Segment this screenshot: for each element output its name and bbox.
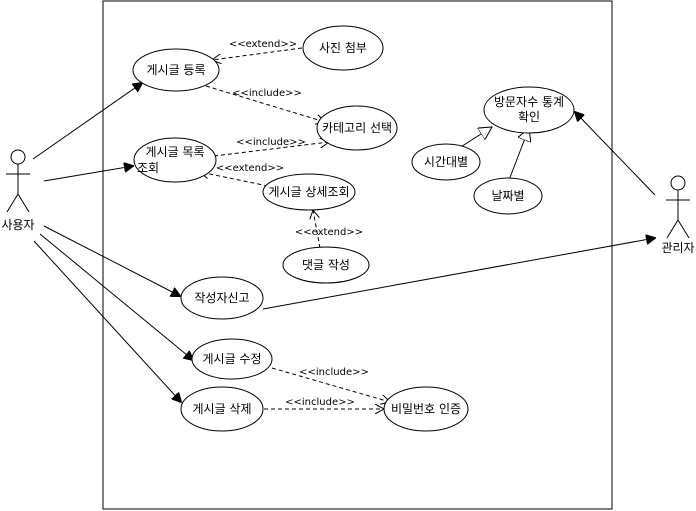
extend-photo-register xyxy=(212,47,303,60)
dependencies xyxy=(200,47,390,409)
usecase-by-date: 날짜별 xyxy=(473,177,543,215)
usecase-comment-write-label: 댓글 작성 xyxy=(302,258,350,272)
assoc-admin-stats xyxy=(575,112,656,196)
usecase-post-list: 게시글 목록 조회 xyxy=(133,137,217,183)
usecase-post-register-label: 게시글 등록 xyxy=(146,63,205,77)
actor-admin: 관리자 xyxy=(661,175,695,255)
extend-detail-list xyxy=(200,172,269,187)
usecase-visitor-stats: 방문자수 통계 확인 xyxy=(483,86,575,134)
usecase-by-time: 시간대별 xyxy=(411,143,481,181)
system-boundary xyxy=(102,0,613,510)
usecase-post-detail-label: 게시글 상세조회 xyxy=(268,185,349,199)
actor-admin-label: 관리자 xyxy=(661,241,694,255)
label-include-register: <<include>> xyxy=(232,88,302,99)
usecase-visitor-stats-label-2: 확인 xyxy=(518,110,540,124)
assoc-user-report xyxy=(43,225,180,296)
usecase-post-edit: 게시글 수정 xyxy=(191,338,273,380)
assoc-user-post-list xyxy=(43,166,133,182)
actor-user: 사용자 xyxy=(1,149,35,232)
assoc-user-edit xyxy=(39,233,193,360)
usecase-post-detail: 게시글 상세조회 xyxy=(262,173,356,211)
usecase-post-list-label-2: 조회 xyxy=(137,161,159,175)
label-extend-comment: <<extend>> xyxy=(295,227,363,238)
assoc-user-post-register xyxy=(32,83,142,160)
usecase-password-auth-label: 비밀번호 인증 xyxy=(391,402,461,416)
label-include-delete: <<include>> xyxy=(285,397,355,408)
label-include-list: <<include>> xyxy=(236,137,306,148)
usecase-comment-write: 댓글 작성 xyxy=(282,246,370,284)
usecase-password-auth: 비밀번호 인증 xyxy=(383,386,469,432)
usecase-post-register: 게시글 등록 xyxy=(132,48,220,92)
label-extend-detail: <<extend>> xyxy=(216,163,284,174)
usecase-visitor-stats-label-1: 방문자수 통계 xyxy=(494,95,564,109)
usecase-by-time-label: 시간대별 xyxy=(424,155,468,169)
usecase-photo-attach-label: 사진 첨부 xyxy=(319,41,367,55)
usecase-post-edit-label: 게시글 수정 xyxy=(202,352,261,366)
label-extend-photo: <<extend>> xyxy=(229,39,297,50)
include-list-category xyxy=(213,142,329,157)
label-include-edit: <<include>> xyxy=(299,367,369,378)
usecase-category-select-label: 카테고리 선택 xyxy=(322,121,392,135)
usecase-report-author: 작성자신고 xyxy=(180,276,264,320)
usecase-by-date-label: 날짜별 xyxy=(491,189,524,203)
actor-user-label: 사용자 xyxy=(1,218,34,232)
generalization-date xyxy=(508,128,529,181)
usecase-category-select: 카테고리 선택 xyxy=(316,105,398,151)
usecase-post-delete: 게시글 삭제 xyxy=(180,386,264,432)
assoc-report-admin xyxy=(262,238,655,310)
assoc-user-delete xyxy=(33,240,181,402)
usecase-post-delete-label: 게시글 삭제 xyxy=(192,402,251,416)
usecase-post-list-label-1: 게시글 목록 xyxy=(145,145,204,159)
stereotype-labels: <<extend>> <<include>> <<include>> <<ext… xyxy=(216,39,369,408)
usecase-report-author-label: 작성자신고 xyxy=(194,291,249,305)
user-associations xyxy=(32,83,193,402)
usecase-photo-attach: 사진 첨부 xyxy=(302,25,384,71)
